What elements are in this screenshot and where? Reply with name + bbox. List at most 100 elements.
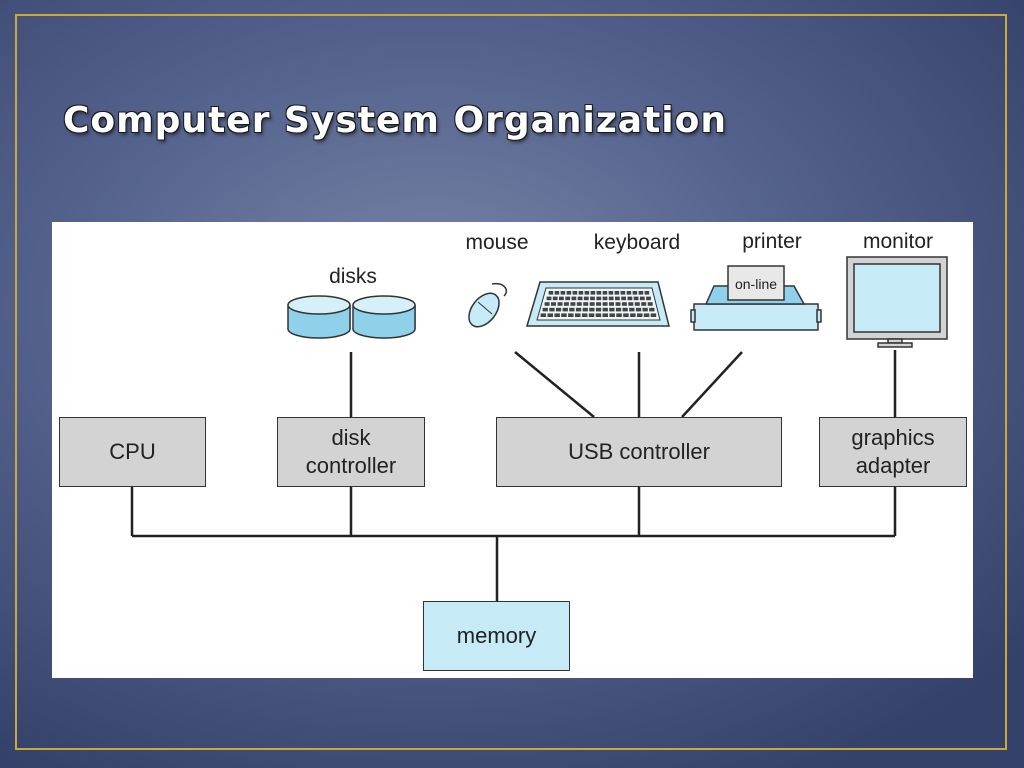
keyboard-key	[595, 307, 602, 312]
keyboard-key	[608, 291, 614, 295]
keyboard-key	[629, 307, 635, 312]
keyboard-key	[642, 307, 648, 312]
keyboard-key	[590, 296, 595, 301]
memory-label: memory	[456, 623, 537, 648]
keyboard-label: keyboard	[593, 231, 681, 254]
keyboard-key	[615, 307, 622, 312]
keyboard-key	[552, 296, 558, 301]
disk-controller-label-line-2: controller	[305, 453, 397, 478]
keyboard-key	[602, 313, 608, 317]
keyboard-key	[643, 313, 650, 317]
printer-panel-label: on-line	[734, 276, 778, 292]
keyboard-key	[634, 302, 640, 306]
keyboard-key	[589, 302, 595, 306]
keyboard-key	[576, 302, 582, 306]
keyboard-key	[560, 291, 566, 295]
cpu-label: CPU	[109, 439, 156, 464]
keyboard-key	[602, 291, 608, 295]
keyboard-key	[616, 313, 622, 317]
keyboard-key	[615, 296, 620, 301]
keyboard-key	[609, 313, 615, 317]
keyboard-key	[646, 296, 651, 301]
keyboard-key	[596, 291, 602, 295]
keyboard-key	[602, 296, 608, 301]
mouse-link	[514, 351, 595, 418]
keyboard-key	[596, 302, 602, 306]
keyboard-key	[583, 302, 589, 306]
keyboard-key	[571, 296, 577, 301]
keyboard-key	[561, 313, 567, 317]
monitor-icon	[846, 256, 948, 348]
keyboard-key	[540, 313, 547, 317]
mouse-label: mouse	[465, 231, 529, 254]
keyboard-key	[644, 291, 650, 295]
keyboard-key	[581, 313, 588, 317]
disks-icon	[287, 295, 416, 339]
keyboard-key	[575, 307, 582, 312]
keyboard-key	[570, 302, 576, 306]
keyboard-key	[632, 291, 638, 295]
keyboard-key	[602, 307, 608, 312]
keyboard-key	[626, 291, 632, 295]
keyboard-key	[649, 307, 655, 312]
keyboard-key	[578, 291, 584, 295]
keyboard-key	[628, 302, 634, 306]
memory-box: memory	[423, 601, 570, 671]
keyboard-key	[622, 307, 628, 312]
keyboard-key	[621, 302, 627, 306]
keyboard-key	[557, 302, 563, 306]
cpu-box: CPU	[59, 417, 206, 487]
keyboard-key	[566, 291, 572, 295]
keyboard-key	[555, 307, 562, 312]
usb-controller-box: USB controller	[496, 417, 782, 487]
keyboard-key	[615, 302, 621, 306]
printer-label: printer	[742, 230, 802, 253]
slide-title: Computer System Organization	[63, 100, 728, 141]
keyboard-key	[608, 296, 614, 301]
keyboard-key	[569, 307, 575, 312]
keyboard-key	[554, 313, 560, 317]
keyboard-key	[596, 296, 602, 301]
graphics-adapter-label-line-2: adapter	[855, 453, 931, 478]
keyboard-key	[635, 307, 642, 312]
keyboard-key	[609, 307, 615, 312]
keyboard-key	[589, 307, 595, 312]
keyboard-key	[633, 296, 639, 301]
diagram-svg	[130, 256, 948, 601]
usb-controller-label: USB controller	[568, 439, 710, 464]
printer-icon	[690, 265, 822, 331]
keyboard-key	[549, 307, 555, 312]
disk-controller-label-line-1: disk	[331, 425, 371, 450]
keyboard-key	[602, 302, 608, 306]
disk-1-icon	[287, 295, 351, 339]
keyboard-key	[562, 307, 568, 312]
keyboard-key	[620, 291, 626, 295]
mouse-icon	[468, 282, 508, 328]
keyboard-key	[583, 296, 589, 301]
graphics-adapter-box: graphics adapter	[819, 417, 967, 487]
keyboard-key	[630, 313, 636, 317]
keyboard-key	[544, 302, 550, 306]
keyboard-key	[584, 291, 590, 295]
keyboard-key	[638, 291, 644, 295]
disk-controller-box: disk controller	[277, 417, 425, 487]
disks-label: disks	[329, 265, 377, 288]
keyboard-key	[548, 291, 554, 295]
keyboard-icon	[525, 281, 670, 327]
keyboard-key	[590, 291, 596, 295]
system-bus	[130, 350, 897, 601]
keyboard-key	[582, 307, 588, 312]
keyboard-key	[577, 296, 583, 301]
keyboard-key	[647, 302, 653, 306]
keyboard-key	[554, 291, 560, 295]
disk-2-icon	[352, 295, 416, 339]
keyboard-key	[595, 313, 602, 317]
keyboard-key	[609, 302, 614, 306]
keyboard-key	[627, 296, 633, 301]
printer-link	[681, 351, 743, 418]
keyboard-key	[641, 302, 647, 306]
keyboard-key	[565, 296, 571, 301]
keyboard-key	[563, 302, 569, 306]
keyboard-key	[575, 313, 581, 317]
monitor-label: monitor	[862, 230, 934, 253]
